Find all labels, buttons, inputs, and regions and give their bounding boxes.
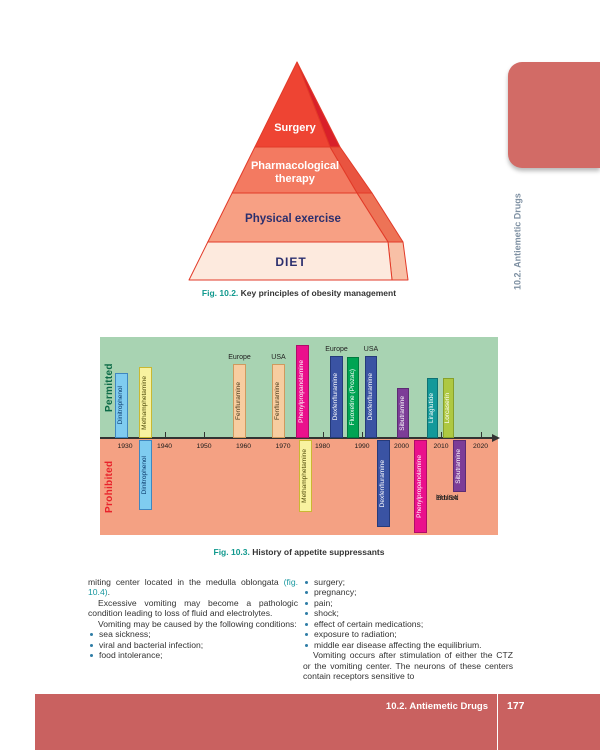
timeline-bar-label: Liraglutide: [428, 393, 436, 423]
pyramid-label-physical: Physical exercise: [245, 213, 341, 225]
timeline-bar: Fluoxetine (Prozac): [347, 357, 359, 438]
paragraph-vomiting-center: miting center located in the medulla obl…: [88, 577, 298, 598]
fig-10-2-caption-label: Fig. 10.2.: [201, 288, 239, 298]
pyramid-label-diet: DIET: [275, 255, 306, 269]
timeline-bar-note-line: in USA: [436, 495, 458, 502]
timeline-bar: Phenylpropanolamine: [414, 440, 427, 533]
pyramid-label-pharmacological-1: Pharmacological: [251, 160, 339, 172]
axis-tick-label: 2020: [472, 443, 489, 450]
timeline-flag-label: Europe: [228, 354, 251, 361]
paragraph-vomiting-causes: Vomiting may be caused by the following …: [98, 618, 297, 629]
timeline-bar: Dexfenfluramine: [365, 356, 377, 438]
timeline-bar-label: Methamphetamine: [301, 449, 309, 503]
timeline-flag-label: USA: [363, 346, 379, 353]
timeline-bar-label: Phenylpropanolamine: [298, 360, 306, 423]
axis-tick-label: 1960: [235, 443, 252, 450]
axis-tick-label: 2000: [393, 443, 410, 450]
timeline-bar-note-line: Limited: [436, 495, 459, 502]
axis-tick-label: 1950: [196, 443, 212, 450]
timeline-axis-arrow-icon: [492, 434, 500, 442]
timeline-bar-label: Fenfluramine: [235, 382, 243, 420]
page-number: 177: [507, 700, 525, 712]
list-item: middle ear disease affecting the equilib…: [303, 640, 513, 650]
timeline-bar-label: Fluoxetine (Prozac): [348, 369, 356, 426]
figure-reference-link[interactable]: (fig. 10.4): [88, 577, 298, 598]
axis-tick: [204, 432, 205, 437]
paragraph-text: miting center located in the medulla obl…: [88, 577, 284, 587]
axis-tick: [322, 432, 324, 437]
fig-10-3-caption-label: Fig. 10.3.: [213, 547, 250, 557]
axis-tick: [441, 432, 442, 437]
prohibited-label: Prohibited: [104, 460, 115, 513]
list-item: sea sickness;: [88, 629, 298, 639]
axis-tick-label: 1980: [314, 443, 331, 450]
timeline-bar-label: Dinitrophenol: [117, 386, 125, 425]
list-item: effect of certain medications;: [303, 619, 513, 629]
timeline-bar: Dexfenfluramine: [330, 356, 343, 438]
axis-tick: [480, 432, 482, 437]
timeline-bar-note-line: EU: [436, 495, 446, 502]
axis-tick-label: 1990: [354, 443, 370, 450]
list-item: pain;: [303, 598, 513, 608]
timeline-bar: Lorcaserin: [443, 378, 454, 438]
bullet-list-left: sea sickness; viral and bacterial infect…: [88, 629, 298, 660]
list-item: exposure to radiation;: [303, 629, 513, 639]
fig-10-2-caption-text: Key principles of obesity management: [238, 288, 397, 298]
timeline-bar: Sibutramine: [453, 440, 466, 492]
timeline-bar: Methamphetamine: [299, 440, 312, 512]
timeline-bar-label: Dexfenfluramine: [366, 373, 374, 421]
footer-section-label: 10.2. Antiemetic Drugs: [385, 701, 488, 712]
side-chapter-label: 10.2. Antiemetic Drugs: [512, 193, 523, 290]
timeline-bar: Sibutramine: [397, 388, 409, 438]
obesity-pyramid-figure: Surgery Pharmacological therapy Physical…: [188, 61, 409, 281]
list-item: pregnancy;: [303, 587, 513, 597]
timeline-bar: Fenfluramine: [233, 364, 246, 438]
fig-10-3-caption-text: History of appetite suppressants: [249, 547, 385, 557]
axis-tick-label: 1930: [117, 443, 133, 450]
timeline-bar-label: Methamphetamine: [141, 375, 149, 430]
list-item: food intolerance;: [88, 650, 298, 660]
timeline-bar: Methamphetamine: [139, 367, 152, 438]
text-column-right: surgery; pregnancy; pain; shock; effect …: [303, 577, 513, 682]
timeline-flag-label: Europe: [325, 346, 348, 353]
axis-tick: [164, 432, 166, 437]
timeline-bar-label: Lorcaserin: [444, 392, 452, 424]
chapter-thumb-tab: [508, 62, 600, 168]
paragraph-excessive-vomiting: Excessive vomiting may become a patholog…: [88, 597, 298, 619]
paragraph-text: .: [107, 587, 110, 598]
timeline-bar: Liraglutide: [427, 378, 438, 438]
timeline-bar-label: Sibutramine: [455, 448, 463, 484]
timeline-bar: Phenylpropanolamine: [296, 345, 309, 438]
text-column-left: miting center located in the medulla obl…: [88, 577, 298, 661]
timeline-flag-label: USA: [271, 354, 286, 361]
timeline-bar: Dinitrophenol: [115, 373, 128, 438]
axis-tick: [362, 432, 363, 437]
timeline-bar-label: Dinitrophenol: [141, 455, 149, 495]
axis-tick-label: 1970: [275, 443, 291, 450]
pyramid-label-surgery: Surgery: [274, 122, 316, 134]
list-item: shock;: [303, 608, 513, 618]
page-footer: 10.2. Antiemetic Drugs 177: [35, 694, 600, 750]
timeline-bar: Fenfluramine: [272, 364, 285, 438]
footer-divider: [497, 694, 498, 750]
timeline-bar-label: Sibutramine: [398, 395, 406, 431]
axis-tick-label: 2010: [433, 443, 449, 450]
fig-10-2-caption: Fig. 10.2. Key principles of obesity man…: [100, 288, 498, 298]
list-item: viral and bacterial infection;: [88, 640, 298, 650]
pyramid-label-pharmacological-2: therapy: [275, 173, 316, 185]
list-item: surgery;: [303, 577, 513, 587]
pyramid-tier-diet: [188, 241, 393, 281]
timeline-bar-label: Dexfenfluramine: [379, 459, 387, 508]
timeline-bar: Dinitrophenol: [139, 440, 152, 510]
timeline-bar: Dexfenfluramine: [377, 440, 390, 527]
bullet-list-right: surgery; pregnancy; pain; shock; effect …: [303, 577, 513, 650]
timeline-bar-label: Phenylpropanolamine: [416, 455, 424, 518]
timeline-axis: [100, 437, 492, 439]
timeline-bar-label: Fenfluramine: [274, 382, 282, 420]
timeline-bar-label: Dexfenfluramine: [332, 373, 340, 421]
paragraph-vomiting-occurs: Vomiting occurs after stimulation of eit…: [303, 650, 513, 682]
fig-10-3-caption: Fig. 10.3. History of appetite suppressa…: [100, 547, 498, 557]
axis-tick-label: 1940: [156, 443, 173, 450]
